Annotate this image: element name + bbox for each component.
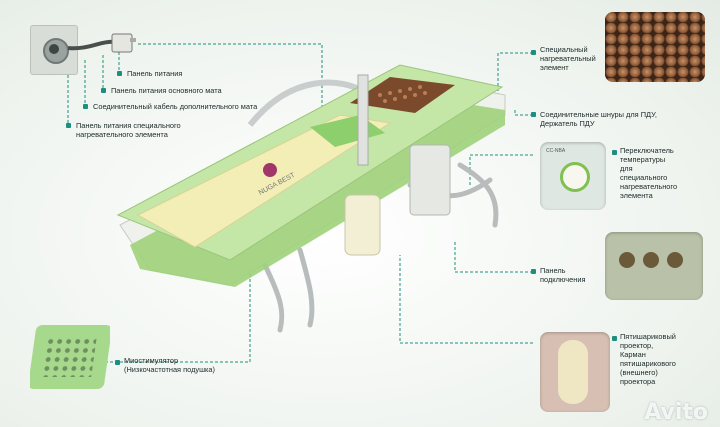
label-power-panel: Панель питания	[127, 69, 183, 78]
label-special-heater: Специальный нагревательный элемент	[540, 45, 596, 72]
marker-special-heater-power	[66, 123, 71, 128]
marker-special-heater	[531, 50, 536, 55]
marker-remote-cords	[531, 112, 536, 117]
label-projector: Пятишариковый проектор, Карман пятишарик…	[620, 332, 676, 386]
projector-photo	[540, 332, 610, 412]
label-temp-switch-line3: для	[620, 164, 633, 173]
label-connection-panel-line1: Панель	[540, 266, 566, 275]
label-remote-cords-line1: Соединительные шнуры для ПДУ,	[540, 110, 657, 119]
label-myostimulator-line2: (Низкочастотная подушка)	[124, 365, 215, 374]
power-cable-icon	[67, 33, 136, 53]
label-special-heater-power-line1: Панель питания специального	[76, 121, 181, 130]
marker-projector	[612, 336, 617, 341]
label-projector-line5: (внешнего)	[620, 368, 658, 377]
label-projector-line6: проектора	[620, 377, 656, 386]
label-temp-switch-line5: нагревательного	[620, 182, 678, 191]
temperature-switch-photo: CC-NBA	[540, 142, 606, 210]
special-heater-photo	[605, 12, 705, 82]
label-myostimulator: Миостимулятор (Низкочастотная подушка)	[124, 356, 215, 374]
label-extra-mat-cable: Соединительный кабель дополнительного ма…	[93, 102, 258, 111]
label-projector-line2: проектор,	[620, 341, 654, 350]
marker-main-mat	[101, 88, 106, 93]
marker-myostimulator	[115, 360, 120, 365]
avito-watermark: Avito	[644, 400, 708, 425]
marker-extra-cable	[83, 104, 88, 109]
label-projector-line3: Карман	[620, 350, 646, 359]
marker-power-panel	[117, 71, 122, 76]
label-special-heater-power-line2: нагревательного элемента	[76, 130, 168, 139]
marker-temp-switch	[612, 150, 617, 155]
label-remote-cords: Соединительные шнуры для ПДУ, Держатель …	[540, 110, 657, 128]
label-temp-switch-line2: температуры	[620, 155, 666, 164]
label-remote-cords-line2: Держатель ПДУ	[540, 119, 595, 128]
temp-panel-text: CC-NBA	[546, 148, 566, 154]
label-main-mat-power: Панель питания основного мата	[111, 86, 222, 95]
label-temp-switch: Переключатель температуры для специально…	[620, 146, 677, 200]
label-projector-line1: Пятишариковый	[620, 332, 676, 341]
label-special-heater-line1: Специальный	[540, 45, 588, 54]
label-special-heater-line3: элемент	[540, 63, 569, 72]
label-projector-line4: пятишарикового	[620, 359, 676, 368]
label-temp-switch-line1: Переключатель	[620, 146, 674, 155]
label-temp-switch-line6: элемента	[620, 191, 653, 200]
temp-knob-icon	[560, 162, 590, 192]
label-connection-panel-line2: подключения	[540, 275, 586, 284]
massage-bed-illustration: NUGA BEST	[116, 64, 506, 333]
label-special-heater-power: Панель питания специального нагревательн…	[76, 121, 181, 139]
connection-panel-photo	[605, 232, 703, 300]
label-temp-switch-line4: специального	[620, 173, 668, 182]
label-special-heater-line2: нагревательный	[540, 54, 596, 63]
myostimulator-photo	[30, 315, 110, 400]
label-myostimulator-line1: Миостимулятор	[124, 356, 179, 365]
marker-connection-panel	[531, 269, 536, 274]
label-connection-panel: Панель подключения	[540, 266, 585, 284]
